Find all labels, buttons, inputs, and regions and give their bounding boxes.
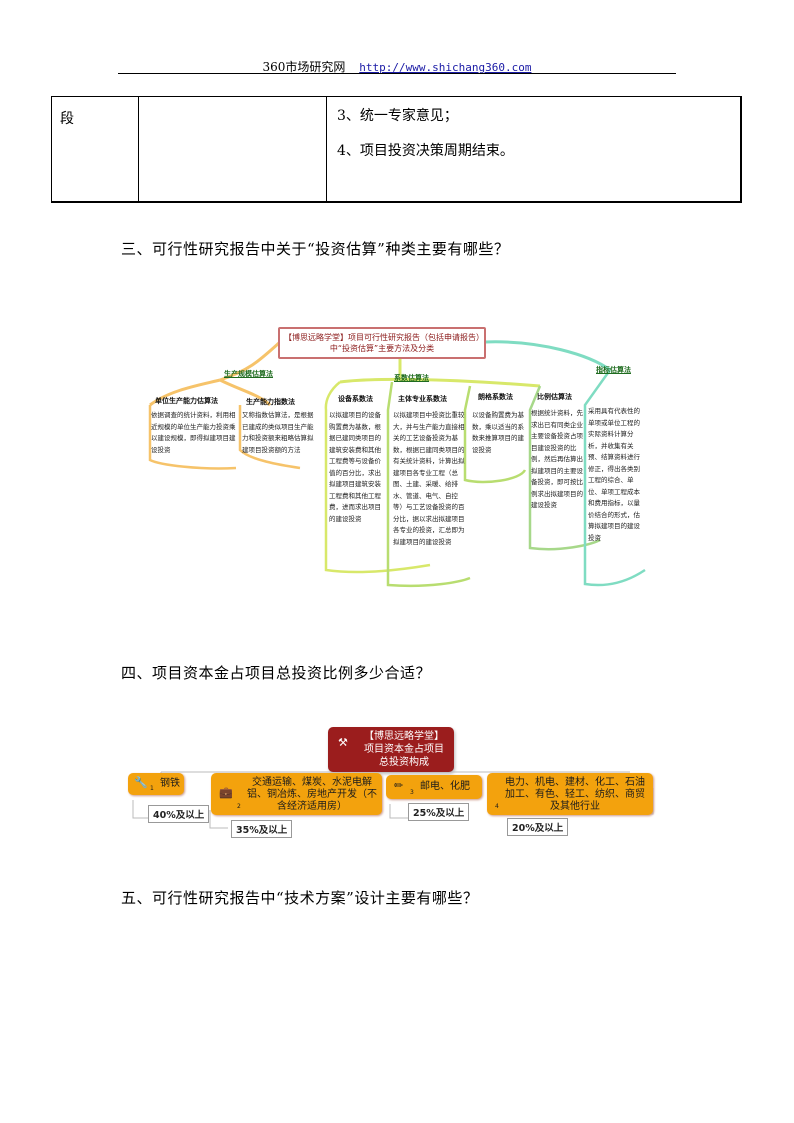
mindmap-connectors: [148, 340, 646, 588]
table-row: 段 3、统一专家意见； 4、项目投资决策周期结束。: [51, 96, 742, 203]
node-transport: 💼 2 交通运输、煤炭、水泥电解铝、铜冶炼、房地产开发（不含经济适用房）: [211, 773, 382, 815]
wrench-icon: 🔧: [134, 776, 148, 789]
branch-production-scale: 生产规模估算法: [224, 370, 273, 378]
node-text-unit-capacity: 依据调查的统计资料，利用相近规模的单位生产能力投资乘以建设规模，即得拟建项目建设…: [151, 411, 236, 454]
node-title-unit-capacity: 单位生产能力估算法: [155, 397, 218, 405]
question-4-heading: 四、项目资本金占项目总投资比例多少合适？: [121, 664, 432, 682]
node-title-equipment: 设备系数法: [338, 395, 373, 403]
header-divider: [118, 73, 676, 74]
node-title-main-discipline: 主体专业系数法: [398, 395, 447, 403]
node-text-equipment: 以拟建项目的设备购置费为基数，根据已建同类项目的建筑安装费和其他工程费等与设备价…: [329, 411, 381, 523]
step-3: 3、统一专家意见；: [337, 108, 458, 124]
site-url-link[interactable]: http://www.shichang360.com: [359, 61, 532, 74]
node-title-capacity-index: 生产能力指数法: [246, 398, 295, 406]
mindmap-root: 【博思远略学堂】项目可行性研究报告（包括申请报告）中“投资估算”主要方法及分类: [278, 327, 486, 359]
node-text-main-discipline: 以拟建项目中投资比重较大，并与生产能力直接相关的工艺设备投资为基数，根据已建同类…: [393, 411, 465, 546]
table-cell-stage: 段: [51, 96, 139, 203]
question-5-heading: 五、可行性研究报告中“技术方案”设计主要有哪些？: [121, 889, 479, 907]
table-cell-empty: [138, 96, 327, 203]
node-text-ratio: 根据统计资料，先求出已有同类企业主要设备投资占项目建设投资的比例，然后再估算出拟…: [531, 409, 583, 509]
question-3-heading: 三、可行性研究报告中关于“投资估算”种类主要有哪些？: [121, 240, 510, 258]
capital-ratio-connectors: [132, 771, 654, 829]
briefcase-icon: 💼: [219, 786, 233, 799]
branch-indicator: 指标估算法: [596, 366, 631, 374]
branch-coefficient: 系数估算法: [394, 374, 429, 382]
process-table: 段 3、统一专家意见； 4、项目投资决策周期结束。: [51, 96, 742, 203]
node-steel: 🔧 1 钢铁: [128, 773, 184, 795]
pct-transport: 35%及以上: [231, 820, 293, 838]
capital-ratio-root: ⚒ 【博思远略学堂】项目资本金占项目总投资构成: [328, 727, 454, 772]
pct-telecom: 25%及以上: [408, 803, 470, 821]
node-title-ratio: 比例估算法: [537, 393, 572, 401]
node-telecom: ✏ 3 邮电、化肥: [386, 775, 482, 799]
node-text-capacity-index: 又称指数估算法，是根据已建成的类似项目生产能力和投资额来粗略估算拟建项目投资额的…: [242, 411, 314, 454]
node-text-indicator: 采用具有代表性的单项或单位工程的实际资料计算分析，并收集有关预、结算资料进行修正…: [588, 407, 640, 542]
node-text-lang: 以设备购置费为基数，乘以适当的系数来推算项目的建设投资: [472, 411, 524, 454]
table-cell-steps: 3、统一专家意见； 4、项目投资决策周期结束。: [326, 96, 742, 203]
pct-power: 20%及以上: [507, 818, 569, 836]
site-name: 360市场研究网: [262, 60, 346, 74]
page-header: 360市场研究网 http://www.shichang360.com: [0, 58, 794, 75]
tools-icon: ⚒: [338, 736, 348, 749]
pencil-icon: ✏: [394, 779, 404, 792]
node-power: 4 电力、机电、建材、化工、石油加工、有色、轻工、纺织、商贸及其他行业: [487, 773, 653, 815]
node-title-lang: 朗格系数法: [478, 393, 513, 401]
pct-steel: 40%及以上: [148, 805, 210, 823]
step-4: 4、项目投资决策周期结束。: [337, 143, 514, 159]
